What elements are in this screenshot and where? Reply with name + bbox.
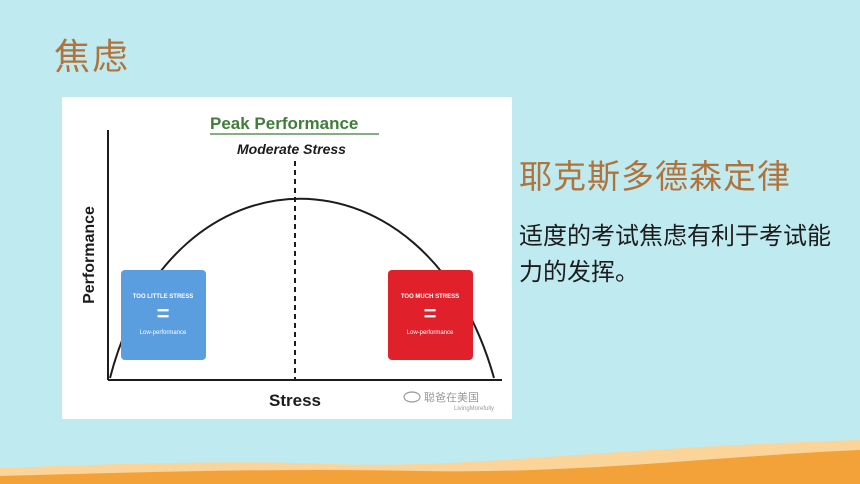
slide-title: 焦虑 — [54, 37, 131, 78]
performance-curve-diagram: Peak Performance Moderate Stress Perform… — [81, 114, 502, 412]
footer-wave-orange — [0, 450, 860, 484]
wechat-icon — [403, 391, 421, 403]
too-much-stress-equals: = — [424, 301, 437, 326]
side-heading: 耶克斯多德森定律 — [519, 157, 791, 196]
too-little-stress-box — [121, 270, 206, 360]
too-much-stress-result: Low-performance — [407, 330, 454, 336]
footer-wave-decoration — [0, 440, 860, 484]
too-little-stress-equals: = — [157, 301, 170, 326]
watermark: 聪爸在美国 LivingMorefully — [403, 390, 494, 412]
too-little-stress-result: Low-performance — [140, 330, 187, 336]
side-body-text: 适度的考试焦虑有利于考试能力的发挥。 — [519, 222, 831, 286]
x-axis-label: Stress — [269, 391, 321, 410]
watermark-text: 聪爸在美国 — [424, 390, 479, 404]
too-much-stress-box — [388, 270, 473, 360]
y-axis-label: Performance — [81, 206, 98, 304]
yerkes-dodson-figure: Peak Performance Moderate Stress Perform… — [62, 97, 512, 419]
too-little-stress-title: TOO LITTLE STRESS — [133, 294, 194, 300]
figure-heading: Peak Performance — [210, 114, 358, 133]
peak-label: Moderate Stress — [237, 141, 346, 157]
watermark-subtext: LivingMorefully — [454, 406, 494, 412]
too-much-stress-title: TOO MUCH STRESS — [401, 294, 459, 300]
